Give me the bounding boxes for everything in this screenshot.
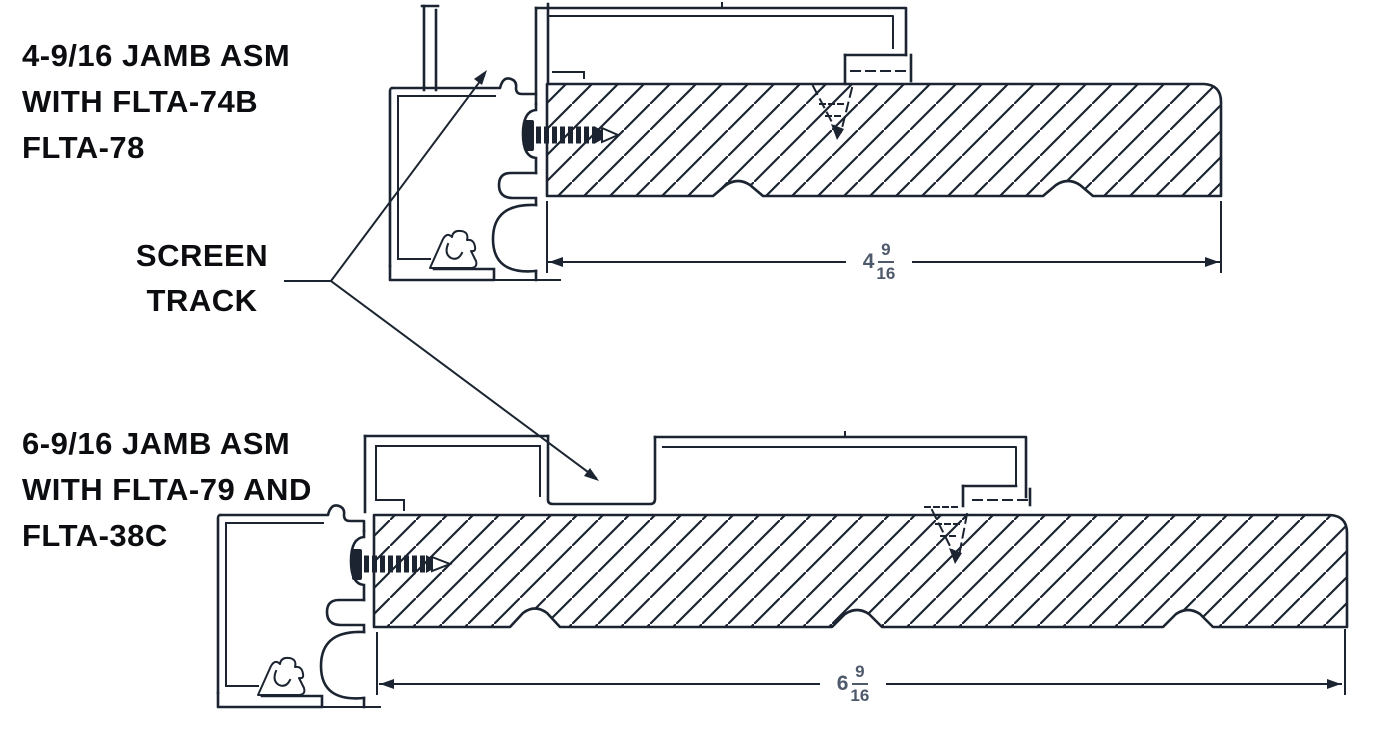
- top-dimension-fraction: 9 16: [876, 240, 895, 283]
- top-dimension-denominator: 16: [876, 264, 896, 283]
- top-dimension: [546, 201, 1222, 273]
- screen-track-recess: [546, 434, 657, 506]
- bottom-wood-jamb-section: [372, 513, 1349, 629]
- screen-track-clip: [257, 656, 306, 696]
- bottom-installation-screw: [352, 549, 453, 580]
- top-hidden-screw: [811, 84, 854, 140]
- small-clip-channel: [325, 598, 366, 634]
- bottom-assembly-label: 6-9/16 JAMB ASM WITH FLTA-79 AND FLTA-38…: [22, 421, 312, 559]
- screw-washer-boss: [349, 529, 366, 602]
- screen-track-channel: [319, 630, 366, 700]
- screen-track-clip: [429, 229, 478, 269]
- bottom-dimension: [376, 629, 1346, 695]
- bottom-assembly-drawing: [216, 431, 1349, 709]
- top-wood-jamb-section: [545, 82, 1223, 198]
- top-assembly-drawing: [388, 2, 1223, 282]
- top-installation-screw: [524, 120, 621, 151]
- bottom-dimension-numerator: 9: [852, 662, 868, 685]
- screen-track-label: SCREEN TRACK: [112, 233, 292, 323]
- screw-washer-boss: [521, 102, 538, 175]
- screen-track-label-line1: SCREEN: [135, 238, 269, 273]
- bottom-jamb-extrusion: [216, 504, 381, 709]
- top-assembly-label-line3: FLTA-78: [22, 130, 145, 165]
- top-dimension-numerator: 9: [878, 240, 894, 263]
- top-assembly-label: 4-9/16 JAMB ASM WITH FLTA-74B FLTA-78: [22, 33, 290, 171]
- small-clip-channel: [497, 171, 538, 207]
- top-jamb-fin: [420, 4, 440, 92]
- top-dimension-whole: 4: [862, 250, 875, 273]
- top-dimension-value: 4 9 16: [846, 234, 912, 290]
- bottom-dimension-value: 6 9 16: [820, 656, 886, 712]
- screen-track-channel: [491, 203, 538, 273]
- top-assembly-label-line1: 4-9/16 JAMB ASM: [22, 38, 291, 73]
- bottom-hidden-screw: [924, 506, 969, 564]
- bottom-dimension-denominator: 16: [850, 686, 870, 705]
- bottom-assembly-label-line1: 6-9/16 JAMB ASM: [22, 426, 291, 461]
- top-jamb-extrusion: [388, 77, 561, 282]
- screen-track-leader-lines: [284, 70, 599, 481]
- top-assembly-label-line2: WITH FLTA-74B: [22, 84, 259, 119]
- bottom-assembly-label-line3: FLTA-38C: [22, 518, 168, 553]
- bottom-dimension-whole: 6: [836, 672, 849, 695]
- top-trim-profile: [534, 2, 913, 96]
- bottom-dimension-fraction: 9 16: [850, 662, 869, 705]
- screen-track-label-line2: TRACK: [146, 283, 258, 318]
- bottom-trim-profile: [363, 431, 1032, 514]
- bottom-assembly-label-line2: WITH FLTA-79 AND: [22, 472, 312, 507]
